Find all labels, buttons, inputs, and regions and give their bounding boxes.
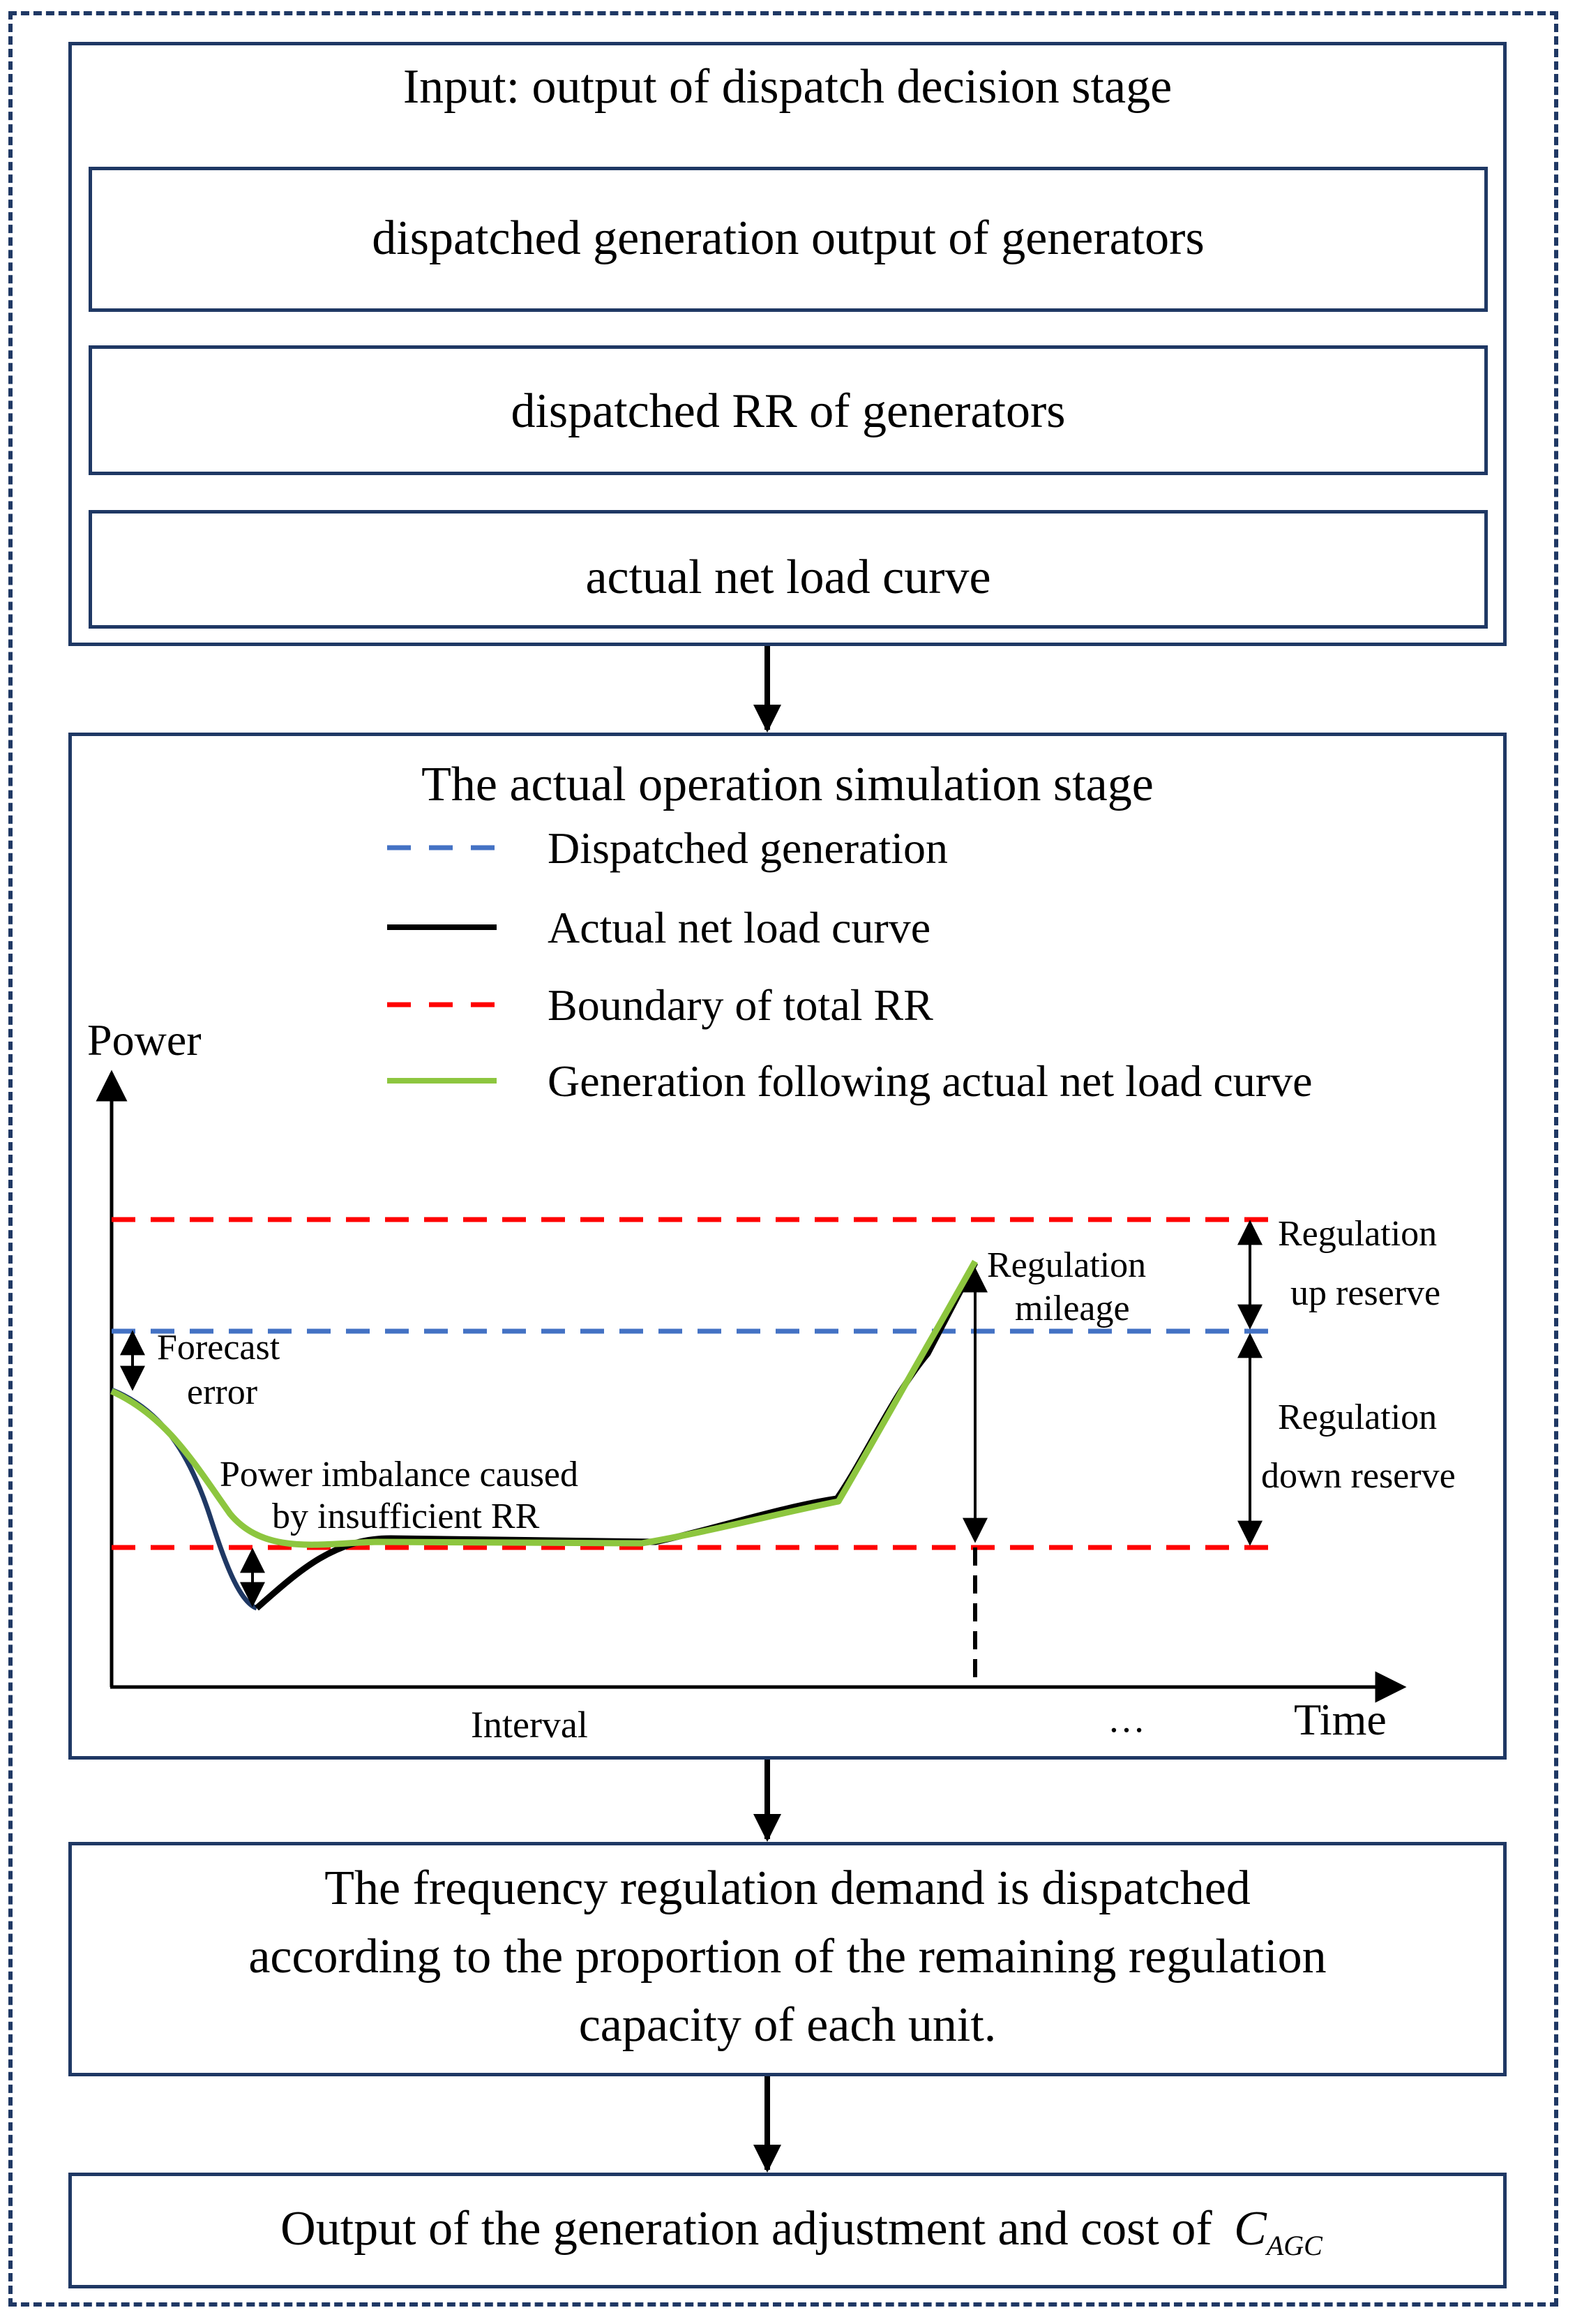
annotation-forecast-error: Forecast error xyxy=(157,1328,289,1412)
cagc-symbol: CAGC xyxy=(1234,2202,1322,2261)
y-axis-label: Power xyxy=(87,1015,202,1065)
cagc-subscript: AGC xyxy=(1266,2230,1322,2261)
annotation-down-reserve-line-1: Regulation xyxy=(1278,1397,1437,1437)
undershoot-curve xyxy=(110,1387,258,1611)
annotation-power-imbalance-line-2: by insufficient RR xyxy=(272,1497,540,1536)
simulation-stage-title: The actual operation simulation stage xyxy=(421,758,1154,811)
dispatch-step-box: The frequency regulation demand is dispa… xyxy=(68,1842,1507,2076)
annotation-power-imbalance-line-1: Power imbalance caused xyxy=(220,1455,578,1494)
legend-label-dispatched: Dispatched generation xyxy=(548,823,948,873)
annotation-forecast-error-line-1: Forecast xyxy=(157,1328,280,1367)
actual-net-load-curve xyxy=(255,1261,978,1611)
annotation-down-reserve: Regulation down reserve xyxy=(1261,1397,1456,1496)
x-axis-label: Time xyxy=(1294,1695,1387,1744)
x-ellipsis: … xyxy=(1108,1698,1145,1740)
outer-dashed-frame xyxy=(8,11,1558,2307)
output-step-text: Output of the generation adjustment and … xyxy=(280,2202,1212,2256)
input-item-net-load: actual net load curve xyxy=(89,510,1488,629)
input-stage-box: Input: output of dispatch decision stage… xyxy=(68,42,1507,646)
input-item-label: dispatched generation output of generato… xyxy=(372,211,1205,265)
annotation-regulation-mileage-line-1: Regulation xyxy=(987,1245,1146,1285)
annotation-down-reserve-line-2: down reserve xyxy=(1261,1456,1456,1496)
annotation-power-imbalance: Power imbalance caused by insufficient R… xyxy=(220,1455,587,1536)
chart-legend: Dispatched generation Actual net load cu… xyxy=(387,823,1312,1106)
legend-label-following: Generation following actual net load cur… xyxy=(548,1056,1312,1106)
input-item-generation-output: dispatched generation output of generato… xyxy=(89,167,1488,312)
input-item-dispatched-rr: dispatched RR of generators xyxy=(89,345,1488,475)
input-item-label: actual net load curve xyxy=(585,550,991,604)
annotation-regulation-mileage: Regulation mileage xyxy=(987,1245,1155,1328)
annotation-up-reserve-line-1: Regulation xyxy=(1278,1214,1437,1254)
annotation-regulation-mileage-line-2: mileage xyxy=(1015,1289,1130,1328)
cagc-letter: C xyxy=(1234,2202,1267,2256)
dispatch-line-3: capacity of each unit. xyxy=(578,1998,997,2052)
annotation-up-reserve: Regulation up reserve xyxy=(1278,1214,1446,1313)
annotation-up-reserve-line-2: up reserve xyxy=(1290,1273,1440,1313)
annotation-forecast-error-line-2: error xyxy=(187,1372,257,1412)
dispatch-line-2: according to the proportion of the remai… xyxy=(248,1930,1327,1984)
input-stage-title: Input: output of dispatch decision stage xyxy=(402,60,1173,114)
x-tick-interval: Interval xyxy=(471,1704,588,1746)
legend-label-net-load: Actual net load curve xyxy=(548,903,930,952)
output-step-line: Output of the generation adjustment and … xyxy=(72,2201,1503,2262)
input-item-label: dispatched RR of generators xyxy=(511,384,1066,438)
legend-label-boundary: Boundary of total RR xyxy=(548,980,933,1030)
generation-following-curve xyxy=(110,1259,978,1548)
output-step-box: Output of the generation adjustment and … xyxy=(68,2173,1507,2288)
dispatch-line-1: The frequency regulation demand is dispa… xyxy=(324,1861,1251,1915)
simulation-stage-box: The actual operation simulation stage xyxy=(68,733,1507,1760)
